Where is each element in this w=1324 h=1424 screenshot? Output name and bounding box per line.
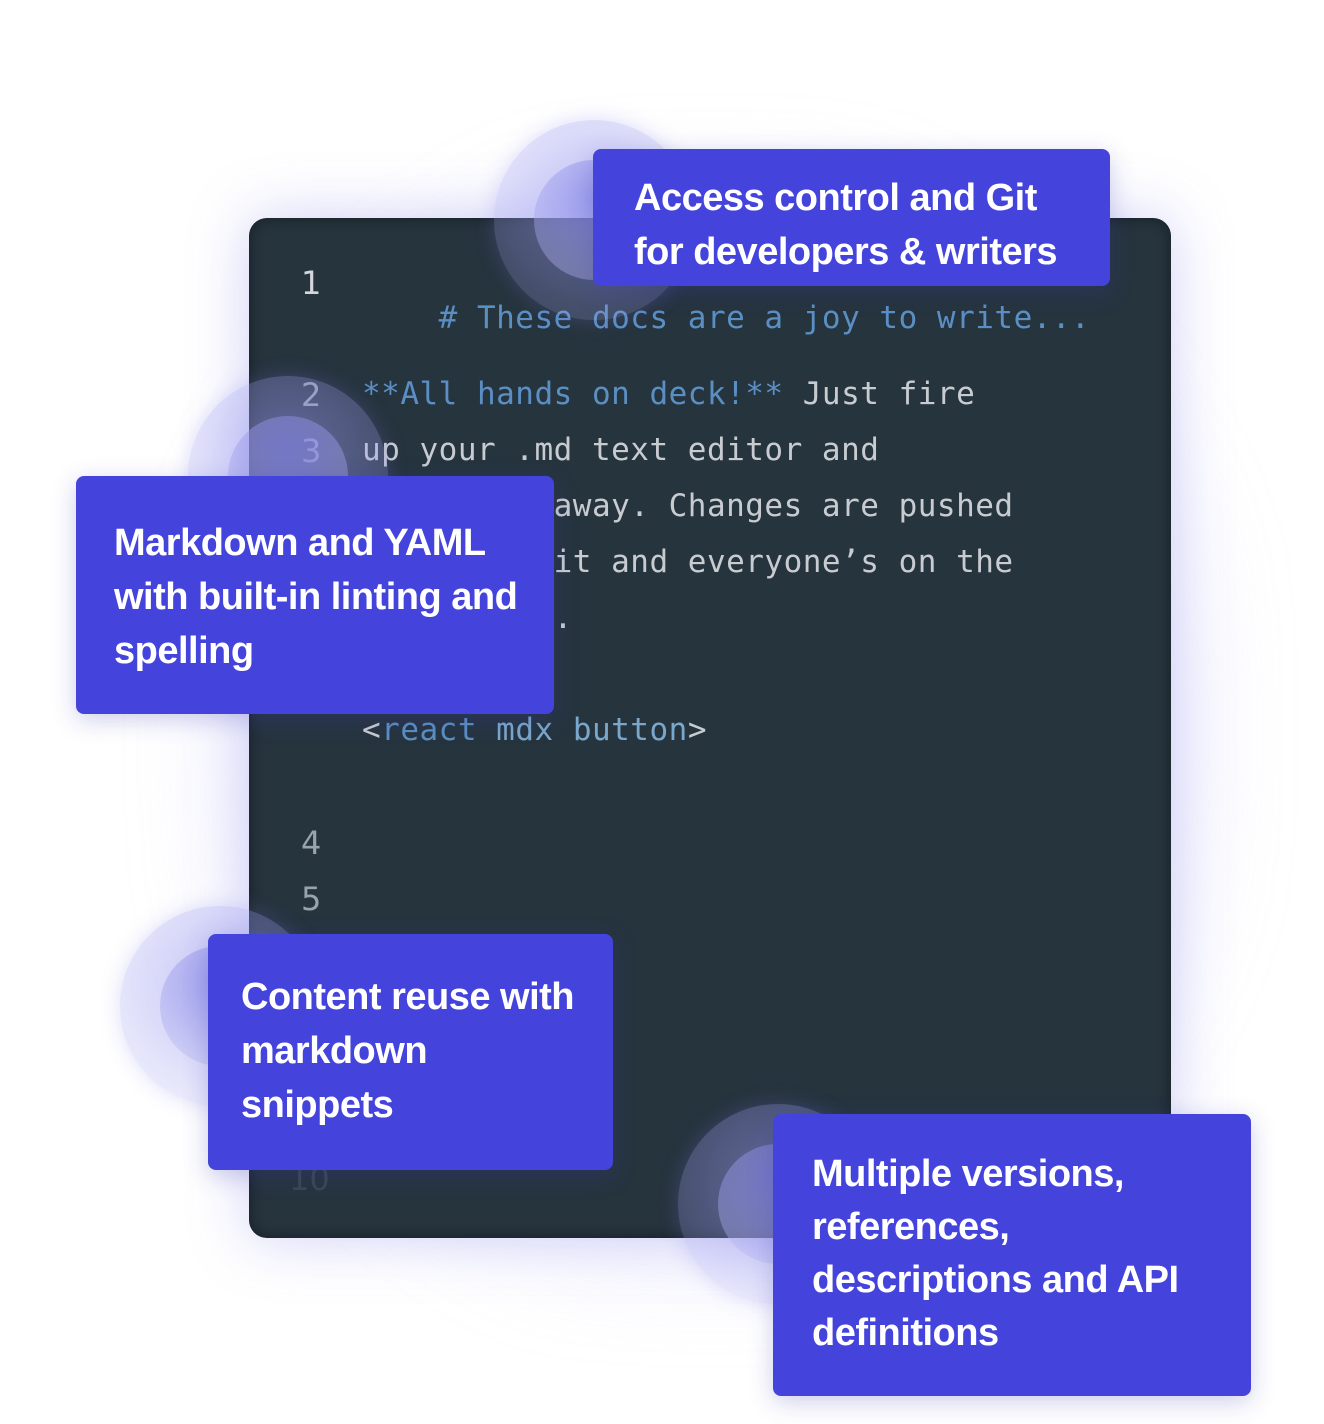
line-number: 1 [301, 264, 322, 302]
card-text-line: references, [812, 1206, 1010, 1248]
card-text-line: Content reuse with [241, 976, 575, 1018]
code-line: up your .md text editor and [362, 432, 879, 468]
tag-attrs: mdx button [477, 712, 688, 748]
card-text-line: Multiple versions, [812, 1153, 1124, 1195]
plain-text: up your .md text editor and [362, 432, 880, 468]
heading-text: # These docs are a joy to write... [438, 300, 1091, 336]
feature-card-access-control: Access control and Git for developers & … [593, 149, 1110, 286]
card-text-line: with built-in linting and [114, 576, 518, 618]
code-line-wrap: it and everyone’s on the [362, 544, 1014, 580]
tag-bracket: > [687, 712, 707, 748]
card-text-line: for developers & writers [634, 231, 1058, 273]
plain-text: . [553, 600, 573, 636]
card-text-line: descriptions and API [812, 1259, 1179, 1301]
feature-card-content-reuse: Content reuse with markdown snippets [208, 934, 613, 1170]
card-text-line: spelling [114, 630, 254, 672]
tag-name: react [381, 712, 477, 748]
card-text-line: definitions [812, 1312, 999, 1354]
plain-text: away. Changes are pushed [362, 488, 1014, 524]
feature-card-markdown-yaml: Markdown and YAML with built-in linting … [76, 476, 554, 714]
bold-text: **All hands on deck!** [362, 376, 784, 412]
line-number: 4 [301, 824, 322, 862]
plain-text: it and everyone’s on the [362, 544, 1014, 580]
plain-text: Just fire [783, 376, 976, 412]
code-line-wrap: away. Changes are pushed [362, 488, 1014, 524]
card-text-line: Markdown and YAML [114, 522, 486, 564]
feature-card-multiple-versions: Multiple versions, references, descripti… [773, 1114, 1251, 1396]
tag-bracket: < [362, 712, 382, 748]
card-text-line: markdown [241, 1030, 428, 1072]
card-text-line: snippets [241, 1084, 394, 1126]
code-line: **All hands on deck!** Just fire [362, 376, 975, 412]
card-text-line: Access control and Git [634, 177, 1037, 219]
code-line-mdx: <react mdx button> [362, 712, 707, 748]
line-number: 5 [301, 880, 322, 918]
code-line-wrap: . [362, 600, 573, 636]
